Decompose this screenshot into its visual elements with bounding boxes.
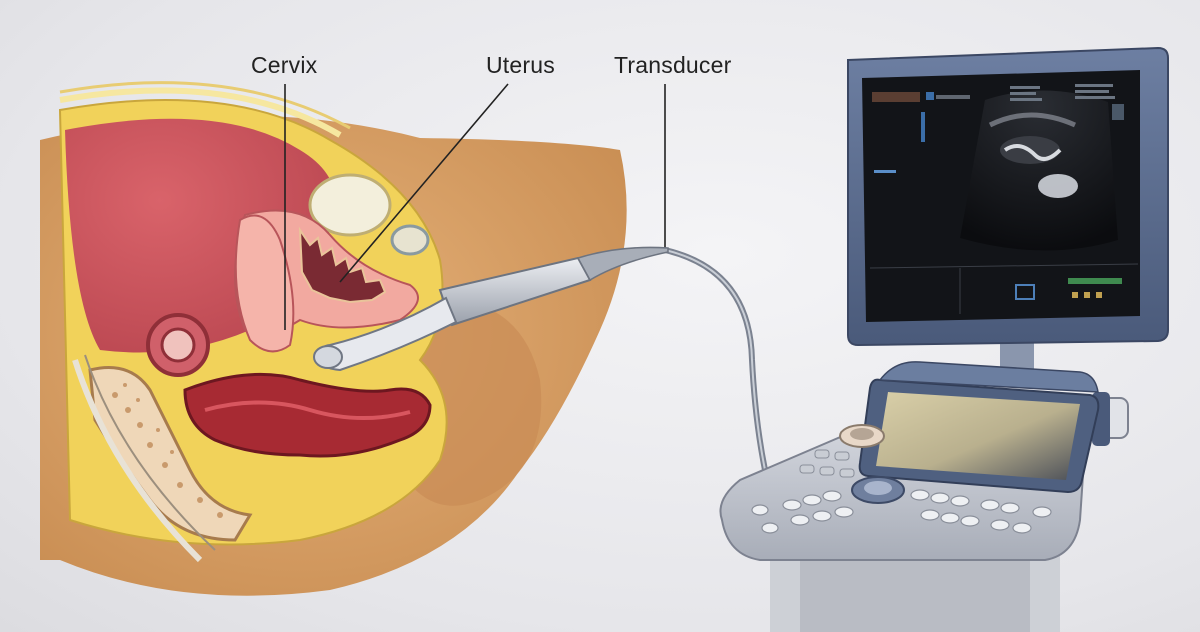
transducer-probe <box>313 246 768 471</box>
leader-lines <box>284 83 666 330</box>
ultrasound-echo-band <box>988 112 1077 128</box>
screen-status-bar <box>1068 278 1122 284</box>
console-keys-row <box>799 449 855 478</box>
uterus-leader-line <box>339 83 509 283</box>
spine-stripe <box>72 359 203 563</box>
ultrasound-monitor <box>847 46 1169 375</box>
transducer-cable-highlight <box>664 249 766 471</box>
intestine-fold <box>204 400 411 421</box>
uterus-label: Uterus <box>486 52 555 78</box>
ultrasound-bright-spot <box>1038 174 1078 198</box>
ultrasound-console <box>719 361 1129 632</box>
screen-icon <box>926 92 934 100</box>
pelvic-cross-section <box>40 81 627 596</box>
cervix-tissue <box>234 214 295 353</box>
screen-text-line <box>936 95 970 99</box>
screen-bottom-icons <box>1072 292 1102 298</box>
abdominal-layer-outer <box>59 81 351 130</box>
transducer-label: Transducer <box>614 52 732 78</box>
trackball <box>864 481 892 495</box>
bladder-neck <box>390 224 430 256</box>
screen-probe-icon <box>1015 284 1035 300</box>
console-cart-panel <box>800 560 1030 632</box>
screen-readouts <box>1010 84 1124 120</box>
screen-marker <box>874 170 896 173</box>
probe-tip <box>313 345 343 369</box>
ultrasound-fan-image <box>960 90 1118 251</box>
bone-texture <box>112 383 223 518</box>
cervix-label: Cervix <box>251 52 318 78</box>
intestine <box>183 372 432 458</box>
touchscreen-display <box>876 392 1080 480</box>
screen-scale-bar <box>921 112 925 142</box>
console-buttons <box>751 489 1052 534</box>
probe-strain-relief <box>576 246 669 282</box>
screen-header-bar <box>872 92 920 102</box>
ultrasound-echo-structure <box>1003 144 1062 161</box>
bladder <box>308 173 392 237</box>
uterine-cavity <box>298 226 387 304</box>
rectum-lumen <box>160 327 196 363</box>
abdominal-layer <box>59 87 342 138</box>
spine-stripe-edge <box>84 354 216 551</box>
screen-divider <box>869 263 1139 269</box>
console-top-cover <box>878 361 1099 393</box>
transducer-cable <box>664 247 768 471</box>
gain-knob-center <box>850 428 874 440</box>
